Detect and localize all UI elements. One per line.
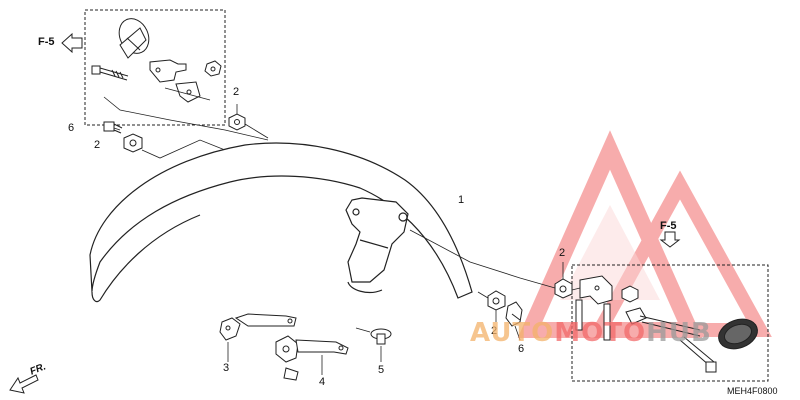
ref-label-right: F-5	[660, 220, 677, 232]
nut-top	[204, 60, 222, 77]
ref-arrow-top	[61, 32, 83, 54]
callout-6-left: 6	[68, 122, 75, 134]
callout-3: 3	[223, 362, 230, 374]
leader-lines-top	[103, 87, 269, 159]
part-code: MEH4F0800	[727, 386, 778, 396]
watermark-text: AUTOMOTOHUB	[470, 318, 712, 354]
bolt-top	[91, 65, 129, 81]
callout-1: 1	[458, 194, 465, 206]
bracket-top	[149, 59, 201, 103]
callout-2-right: 2	[559, 247, 566, 259]
nut-2-right	[554, 278, 573, 299]
screw-5	[370, 328, 392, 345]
detail-box-right	[571, 264, 769, 382]
callout-2-left: 2	[94, 139, 101, 151]
callout-2-top: 2	[233, 86, 240, 98]
nut-2-left-lower	[123, 133, 143, 153]
ref-arrow-right	[659, 231, 681, 248]
bolt-6-left	[103, 121, 123, 134]
leader-lines-bottom	[227, 327, 382, 375]
stay-3	[219, 313, 297, 341]
watermark-logo	[517, 130, 772, 338]
stay-4	[275, 335, 349, 381]
front-arrow	[9, 374, 39, 394]
callout-2-center: 2	[491, 325, 498, 337]
ref-label-top: F-5	[38, 36, 55, 48]
detail-box-top	[84, 9, 226, 126]
watermark-auto: AUTO	[470, 318, 555, 348]
callout-6-center: 6	[518, 343, 525, 355]
nut-2-left-upper	[228, 113, 246, 131]
nut-2-center	[487, 290, 506, 311]
bolt-6-center	[505, 301, 523, 327]
reflector-right	[718, 318, 758, 350]
reflector-top	[118, 18, 150, 59]
front-fender	[89, 142, 473, 303]
leader-lines-right	[409, 229, 581, 341]
watermark-moto: MOTO	[554, 318, 647, 348]
bracket-right-assembly	[575, 275, 717, 373]
watermark-hub: HUB	[646, 318, 712, 348]
callout-4: 4	[319, 376, 326, 388]
callout-5: 5	[378, 364, 385, 376]
